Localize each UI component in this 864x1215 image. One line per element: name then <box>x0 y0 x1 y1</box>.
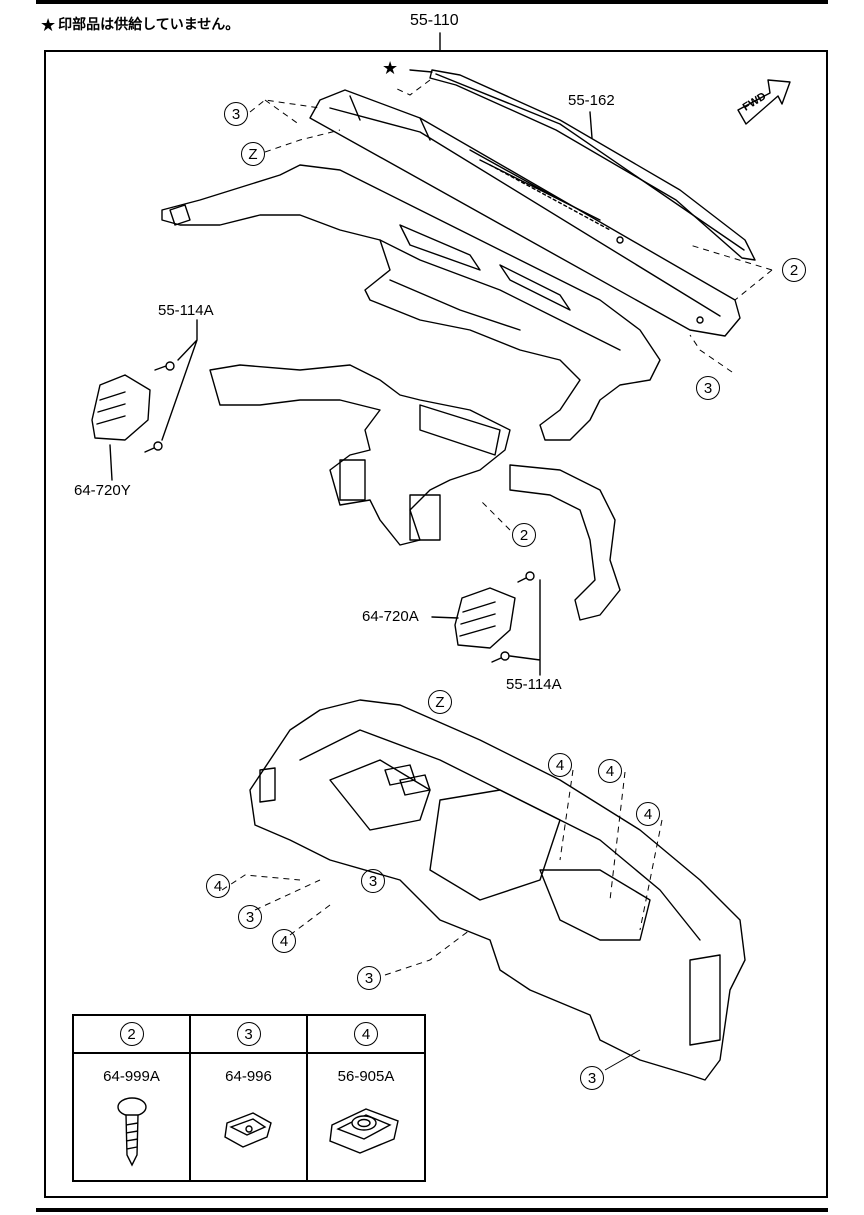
defroster-panel <box>309 89 741 337</box>
supply-note: ★印部品は供給していません。 <box>40 14 239 36</box>
vent-left <box>91 374 151 441</box>
vent-left-leader <box>109 444 113 481</box>
ref-circle-4: 4 <box>636 802 660 826</box>
vent-center-label: 64-720A <box>362 608 419 625</box>
screw-icons <box>144 361 535 663</box>
vent-left-label: 64-720Y <box>74 482 131 499</box>
defroster-seal <box>429 69 756 261</box>
star-leader <box>409 69 433 73</box>
ref-circle-3: 3 <box>238 905 262 929</box>
legend-part-number: 64-996 <box>225 1068 272 1085</box>
star-marker: ★ <box>382 58 399 78</box>
ref-circle-z: Z <box>241 142 265 166</box>
fastener-legend: 2 64-999A 3 64-996 4 56-905A <box>72 1014 426 1182</box>
legend-column: 4 56-905A <box>308 1016 424 1180</box>
ref-circle-2: 2 <box>512 523 536 547</box>
fwd-arrow-icon <box>737 79 791 125</box>
screw-lower-leaders <box>509 579 541 676</box>
ref-circle-2: 2 <box>782 258 806 282</box>
duct-frame <box>161 164 661 441</box>
ref-circle-3: 3 <box>357 966 381 990</box>
dashed-leaders <box>221 79 773 976</box>
ref-circle-4: 4 <box>598 759 622 783</box>
ref-circle-4: 4 <box>548 753 572 777</box>
instrument-panel <box>249 699 746 1081</box>
ref-circle-3: 3 <box>696 376 720 400</box>
legend-ref-3: 3 <box>236 1022 261 1046</box>
legend-ref-2: 2 <box>119 1022 144 1046</box>
bottom-clip-leader <box>604 1049 641 1071</box>
screw-upper-leaders <box>161 319 198 441</box>
legend-column: 2 64-999A <box>74 1016 191 1180</box>
star-icon: ★ <box>40 15 57 35</box>
ref-circle-3: 3 <box>580 1066 604 1090</box>
assembly-part-label: 55-110 <box>410 12 459 29</box>
screw-icon <box>117 1097 147 1167</box>
vent-center-leader <box>431 616 459 619</box>
legend-part-number: 56-905A <box>337 1068 395 1085</box>
diagram-frame <box>44 50 828 1198</box>
screw-upper-label: 55-114A <box>158 302 214 319</box>
lower-duct <box>209 364 621 621</box>
screw-lower-label: 55-114A <box>506 676 562 693</box>
legend-ref-4: 4 <box>354 1022 378 1046</box>
supply-note-text: 印部品は供給していません。 <box>58 16 240 32</box>
bottom-border <box>36 1208 828 1212</box>
ref-circle-4: 4 <box>272 929 296 953</box>
seal-part-label: 55-162 <box>568 92 615 109</box>
nut-clip-icon <box>329 1108 399 1154</box>
top-border <box>36 0 828 4</box>
vent-center <box>454 587 516 649</box>
ref-circle-z: Z <box>428 690 452 714</box>
ref-circle-4: 4 <box>206 874 230 898</box>
ref-circle-3: 3 <box>361 869 385 893</box>
legend-part-number: 64-999A <box>103 1068 160 1085</box>
seal-leader <box>589 111 593 139</box>
ref-circle-3: 3 <box>224 102 248 126</box>
clip-icon <box>224 1112 272 1148</box>
legend-column: 3 64-996 <box>191 1016 308 1180</box>
